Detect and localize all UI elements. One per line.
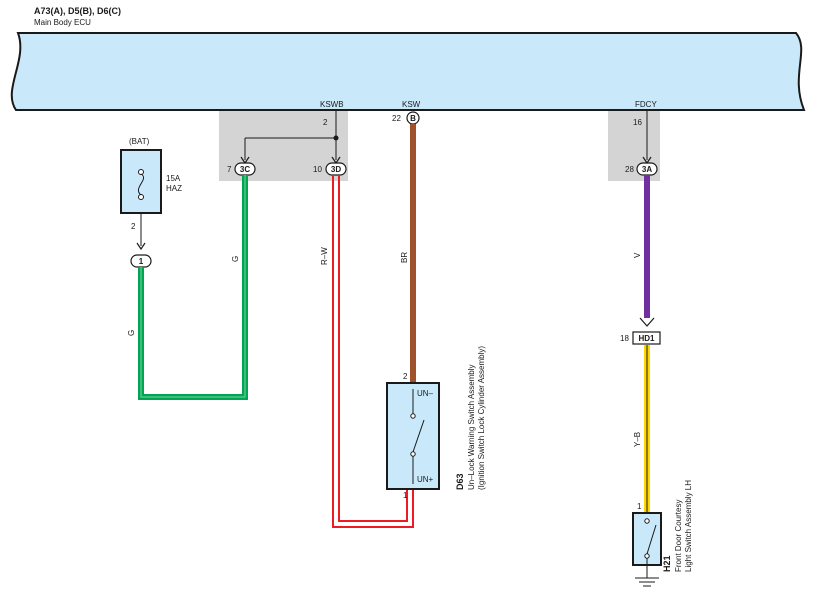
fdcy-pin: 16 xyxy=(633,118,642,127)
wire-g xyxy=(138,175,248,400)
d63-term-bottom: UN+ xyxy=(417,475,434,484)
fuse-source-label: (BAT) xyxy=(129,137,150,146)
d63-sub: (Ignition Switch Lock Cylinder Assembly) xyxy=(477,346,486,490)
wire-r-w xyxy=(332,175,414,528)
junction-connector-3c: 3C xyxy=(234,156,256,176)
hd1-pin: 18 xyxy=(620,334,629,343)
h21-name-line1: Front Door Courtesy xyxy=(674,500,683,572)
junction-3a-pin: 28 xyxy=(625,165,634,174)
d63-code: D63 xyxy=(455,473,465,490)
d63-switch-symbol xyxy=(410,389,425,484)
wire-r-w-label: R–W xyxy=(320,247,329,265)
fuse-output-arrow xyxy=(136,242,146,251)
kswb-terminal-label: KSWB xyxy=(320,100,344,109)
d63-name: Un–Lock Warning Switch Assembly xyxy=(467,364,476,490)
d63-term-top: UN– xyxy=(417,389,434,398)
junction-3d-pin: 10 xyxy=(313,165,322,174)
junction-3d-label: 3D xyxy=(331,165,341,174)
fuse-rating: 15A xyxy=(166,174,181,183)
junction-connector-3a: 3A xyxy=(636,156,658,176)
ksw-terminal-label: KSW xyxy=(402,100,421,109)
fuse-connector-label: 1 xyxy=(139,257,144,266)
hd1-arrow xyxy=(639,317,655,327)
fdcy-terminal-label: FDCY xyxy=(635,100,657,109)
kswb-splice-dot xyxy=(333,135,339,141)
ecu-connectors-label: A73(A), D5(B), D6(C) xyxy=(34,6,121,16)
d63-pin-top: 2 xyxy=(403,372,408,381)
hd1-label: HD1 xyxy=(638,334,655,343)
h21-name-line2: Light Switch Assembly LH xyxy=(684,480,693,572)
d63-pin-bottom: 1 xyxy=(403,491,408,500)
wire-br-label: BR xyxy=(400,252,409,263)
wire-y-b-label: Y–B xyxy=(633,432,642,447)
junction-connector-3d: 3D xyxy=(325,156,347,176)
ground-icon xyxy=(635,577,659,587)
wire-v-label: V xyxy=(633,252,642,258)
kswb-pin: 2 xyxy=(323,118,328,127)
junction-3c-label: 3C xyxy=(240,165,250,174)
junction-3c-pin: 7 xyxy=(227,165,232,174)
ecu-name-label: Main Body ECU xyxy=(34,18,91,27)
ksw-pin: 22 xyxy=(392,114,401,123)
fuse-name: HAZ xyxy=(166,184,182,193)
h21-pin: 1 xyxy=(637,502,642,511)
fuse-out-pin: 2 xyxy=(131,222,136,231)
junction-3a-label: 3A xyxy=(642,165,652,174)
wire-g-label-left: G xyxy=(127,330,136,336)
h21-code: H21 xyxy=(662,555,672,572)
h21-switch-symbol xyxy=(644,518,657,578)
wire-g-label-right: G xyxy=(231,256,240,262)
fuse-box xyxy=(120,149,162,214)
ecu-box xyxy=(10,32,806,111)
hd1-connector xyxy=(632,331,661,345)
fuse-symbol xyxy=(137,169,145,200)
ksw-connector-letter: B xyxy=(410,114,416,123)
